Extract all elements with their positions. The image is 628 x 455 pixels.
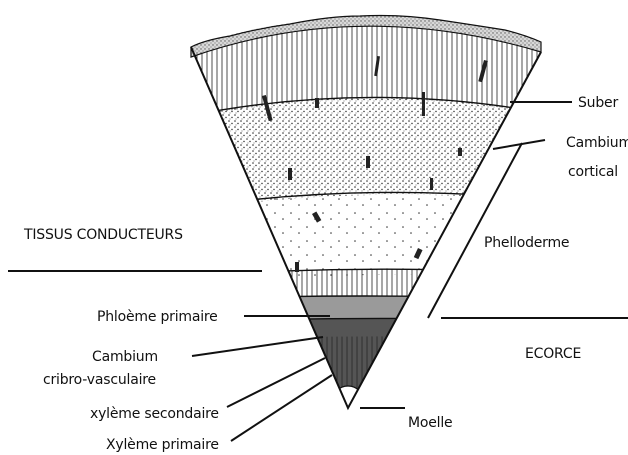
leader-cambium-cribro bbox=[192, 337, 323, 356]
label-ecorce: ECORCE bbox=[525, 346, 581, 362]
label-phloeme-primaire: Phloème primaire bbox=[97, 309, 218, 325]
leader-xyleme-primaire bbox=[231, 375, 332, 441]
pith bbox=[332, 386, 364, 418]
label-cambium-cribro-line1: Cambium bbox=[92, 349, 158, 365]
label-cambium-cortical-line1: Cambium bbox=[566, 135, 628, 151]
label-cambium-cortical-line2: cortical bbox=[568, 164, 618, 180]
label-phelloderme: Phelloderme bbox=[484, 235, 569, 251]
tissue-wedge bbox=[160, 0, 570, 420]
label-xyleme-primaire: Xylème primaire bbox=[106, 437, 219, 453]
label-moelle: Moelle bbox=[408, 415, 452, 431]
label-xyleme-secondaire: xylème secondaire bbox=[90, 406, 219, 422]
label-suber: Suber bbox=[578, 95, 618, 111]
label-cambium-cribro-line2: cribro-vasculaire bbox=[43, 372, 156, 388]
label-tissus-conducteurs: TISSUS CONDUCTEURS bbox=[23, 227, 183, 243]
leader-xyleme-secondaire bbox=[227, 358, 325, 407]
